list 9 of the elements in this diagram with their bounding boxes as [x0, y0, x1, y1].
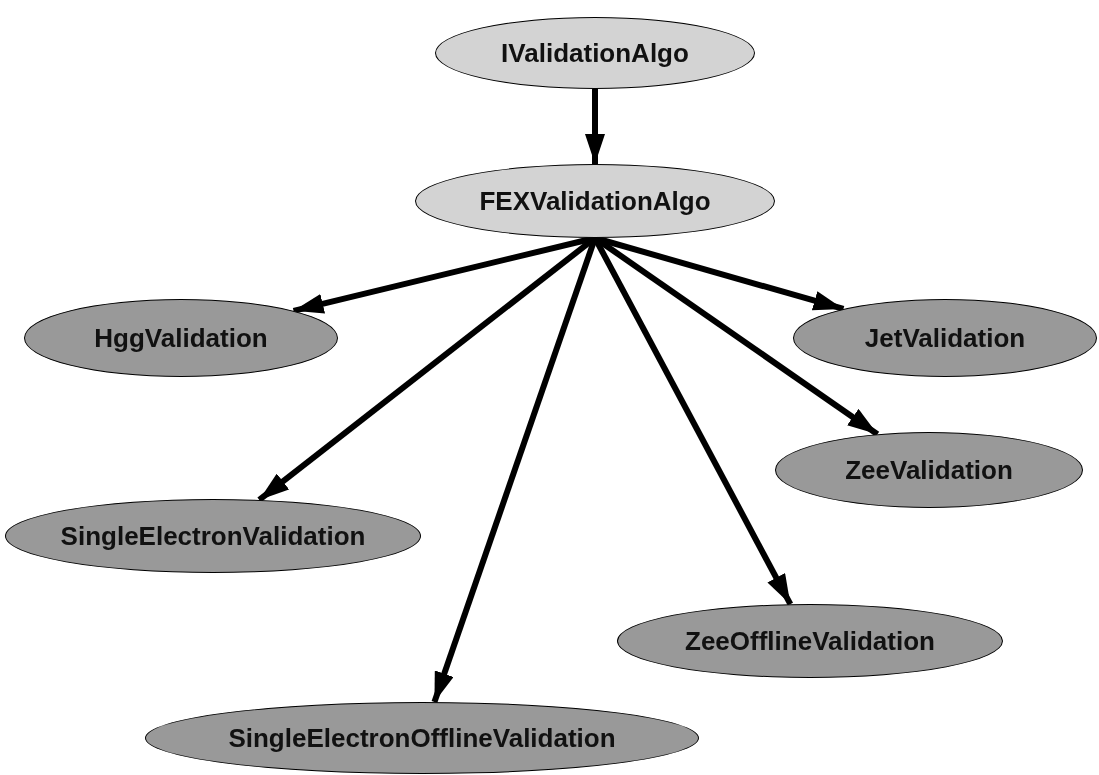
node-label: IValidationAlgo [501, 37, 689, 69]
node-label: ZeeValidation [845, 454, 1013, 486]
node-label: HggValidation [94, 322, 268, 354]
node-label: JetValidation [864, 322, 1026, 354]
arrow [585, 89, 605, 164]
node-label: SingleElectronValidation [60, 520, 366, 552]
node-label: FEXValidationAlgo [479, 185, 711, 217]
node-label: SingleElectronOfflineValidation [228, 722, 616, 754]
node-label: ZeeOfflineValidation [685, 625, 935, 657]
